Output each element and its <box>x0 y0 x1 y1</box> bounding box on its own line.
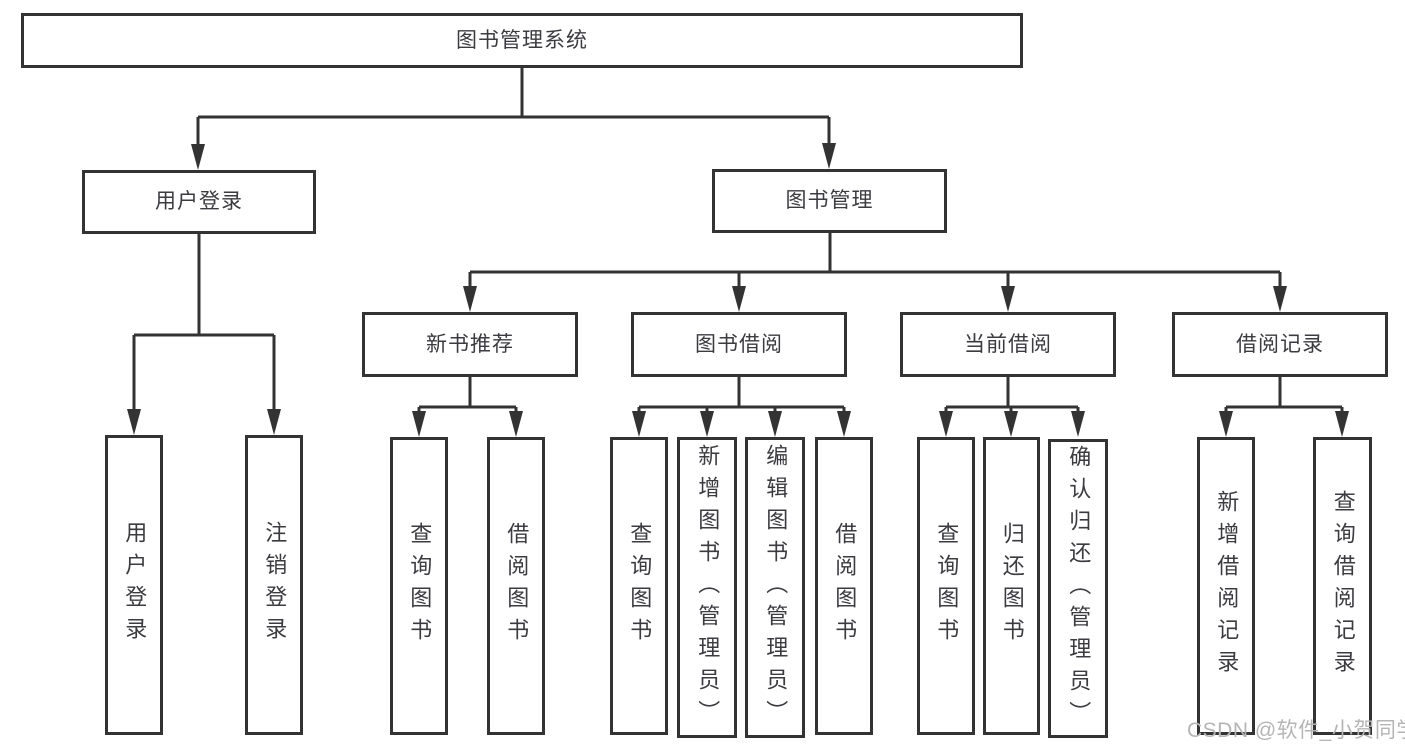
leaf-query-books-borrow-label: 查询图书 <box>627 522 653 650</box>
leaf-add-borrow-record: 新增借阅记录 <box>1197 437 1255 735</box>
leaf-query-books-current-label: 查询图书 <box>934 522 960 650</box>
csdn-watermark: CSDN @软件_小贺同学 <box>1187 719 1405 742</box>
leaf-borrow-books: 借阅图书 <box>815 437 873 735</box>
node-library-management-system: 图书管理系统 <box>21 13 1023 68</box>
leaf-query-books-current: 查询图书 <box>917 437 975 735</box>
leaf-return-books: 归还图书 <box>983 437 1040 735</box>
leaf-user-login-label: 用户登录 <box>122 521 148 649</box>
node-book-borrowing-label: 图书借阅 <box>695 332 783 356</box>
leaf-query-books-recommend: 查询图书 <box>390 437 448 735</box>
node-borrowing-records-label: 借阅记录 <box>1236 332 1324 356</box>
connector-root-to-level2 <box>191 68 836 170</box>
leaf-query-borrow-record-label: 查询借阅记录 <box>1330 490 1356 682</box>
connector-book-borrow-to-leaves <box>632 377 851 437</box>
leaf-add-borrow-record-label: 新增借阅记录 <box>1214 490 1240 682</box>
leaf-user-login: 用户登录 <box>105 435 163 735</box>
leaf-query-borrow-record: 查询借阅记录 <box>1313 437 1372 735</box>
leaf-add-books-admin-label: 新增图书（管理员） <box>695 443 721 732</box>
node-user-login-label: 用户登录 <box>155 190 243 214</box>
node-current-borrowing: 当前借阅 <box>900 312 1116 377</box>
connector-borrow-records-to-leaves <box>1219 377 1349 437</box>
leaf-borrow-books-recommend: 借阅图书 <box>487 437 545 735</box>
node-current-borrowing-label: 当前借阅 <box>964 332 1052 356</box>
node-new-book-recommendation-label: 新书推荐 <box>426 332 514 356</box>
leaf-edit-books-admin-label: 编辑图书（管理员） <box>763 443 789 732</box>
leaf-borrow-books-recommend-label: 借阅图书 <box>504 522 530 650</box>
connector-new-book-to-leaves <box>412 377 523 437</box>
leaf-confirm-return-admin-label: 确认归还（管理员） <box>1066 444 1092 733</box>
leaf-return-books-label: 归还图书 <box>999 522 1025 650</box>
leaf-confirm-return-admin: 确认归还（管理员） <box>1048 439 1108 738</box>
node-book-management-label: 图书管理 <box>785 189 874 213</box>
leaf-query-books-borrow: 查询图书 <box>610 437 668 735</box>
leaf-add-books-admin: 新增图书（管理员） <box>677 437 737 738</box>
leaf-query-books-recommend-label: 查询图书 <box>407 522 433 650</box>
node-user-login: 用户登录 <box>82 170 316 234</box>
node-borrowing-records: 借阅记录 <box>1172 312 1388 377</box>
leaf-edit-books-admin: 编辑图书（管理员） <box>745 437 805 738</box>
node-library-management-system-label: 图书管理系统 <box>456 28 588 52</box>
leaf-logout-label: 注销登录 <box>262 521 288 649</box>
node-new-book-recommendation: 新书推荐 <box>362 312 578 377</box>
connector-current-borrow-to-leaves <box>939 377 1085 437</box>
node-book-borrowing: 图书借阅 <box>631 312 847 377</box>
leaf-logout: 注销登录 <box>245 435 303 735</box>
connector-book-management-to-level3 <box>463 233 1287 312</box>
connector-user-login-to-leaves <box>127 234 281 435</box>
node-book-management: 图书管理 <box>712 169 947 233</box>
leaf-borrow-books-label: 借阅图书 <box>832 522 858 650</box>
